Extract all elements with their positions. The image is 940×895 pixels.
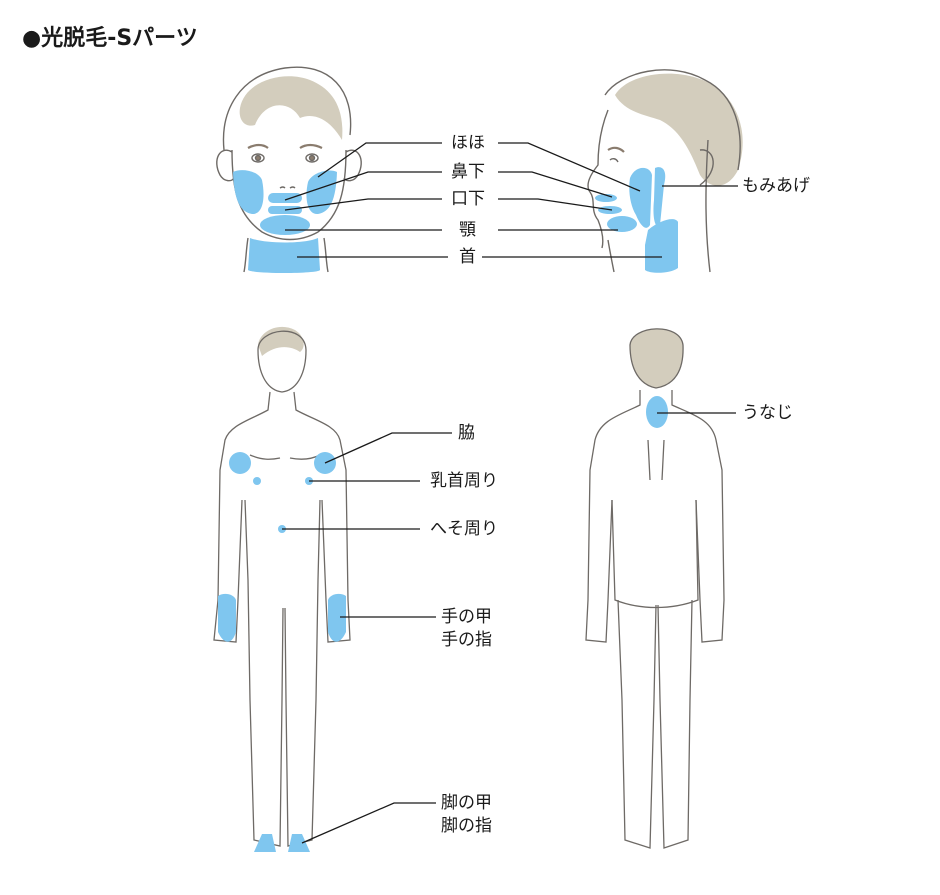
label-under-mouth: 口下	[451, 189, 485, 209]
cheek-left-area	[233, 170, 264, 215]
nipple-left-area	[253, 477, 261, 485]
label-neck: 首	[459, 247, 476, 267]
nape-area	[646, 396, 668, 428]
label-nape: うなじ	[742, 403, 793, 423]
label-toes: 脚の指	[441, 816, 492, 836]
back-body-illustration	[585, 328, 725, 849]
label-around-navel: へそ周り	[430, 519, 498, 539]
label-fingers: 手の指	[441, 630, 492, 650]
side-face-illustration	[587, 69, 743, 273]
front-face-highlights	[233, 170, 337, 273]
chin-area	[260, 215, 310, 235]
side-face-highlights	[595, 167, 678, 273]
neck-area	[248, 238, 320, 273]
side-chin-area	[607, 216, 637, 232]
label-top-of-foot: 脚の甲	[441, 793, 492, 813]
foot-right-area	[288, 834, 310, 852]
label-under-nose: 鼻下	[451, 162, 485, 182]
side-cheek-area	[629, 167, 652, 228]
label-armpit: 脇	[458, 423, 475, 443]
hand-left-area	[218, 593, 236, 642]
front-face-illustration	[216, 66, 362, 273]
front-body-highlights	[218, 452, 346, 852]
foot-left-area	[254, 834, 276, 852]
leader-lines	[282, 142, 738, 844]
hand-right-area	[328, 593, 346, 642]
label-cheek: ほほ	[451, 133, 485, 153]
under-nose-area	[268, 193, 302, 203]
sideburn-area	[653, 167, 666, 227]
cheek-right-area	[306, 170, 337, 215]
label-chin: 顎	[459, 220, 476, 240]
label-around-nipple: 乳首周り	[430, 471, 498, 491]
label-back-of-hand: 手の甲	[441, 607, 492, 627]
page-title: ●光脱毛-Sパーツ	[22, 26, 198, 51]
label-sideburns: もみあげ	[742, 176, 810, 196]
front-body-illustration	[213, 326, 351, 847]
armpit-left-area	[229, 452, 251, 474]
side-under-nose-area	[595, 194, 617, 202]
side-neck-area	[645, 219, 678, 273]
back-body-highlights	[646, 396, 668, 428]
